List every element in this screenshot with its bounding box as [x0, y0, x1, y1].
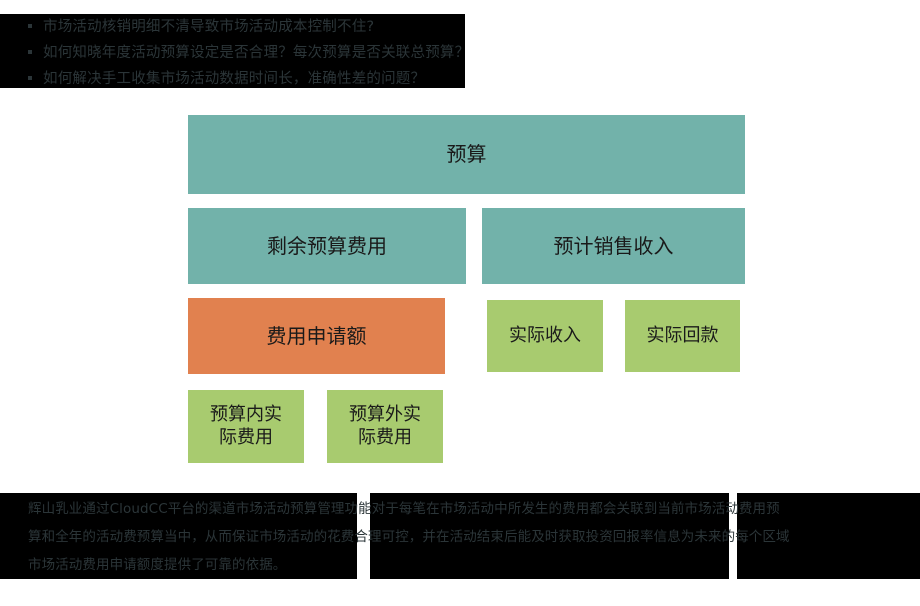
bullet-dot-icon: [28, 24, 32, 28]
header-bullet-item: 市场活动核销明细不清导致市场活动成本控制不住?: [28, 14, 374, 40]
header-bullet-text: 如何知晓年度活动预算设定是否合理？每次预算是否关联总预算？: [43, 45, 470, 61]
diagram-node-expense-request: 费用申请额: [188, 298, 445, 374]
diagram-node-expected-revenue: 预计销售收入: [482, 208, 745, 284]
diagram-node-expected-revenue-label: 预计销售收入: [553, 233, 674, 258]
diagram-node-actual-income-label: 实际收入: [509, 324, 581, 346]
caption-line: 辉山乳业通过CloudCC平台的渠道市场活动预算管理功能对于每笔在市场活动中所发…: [28, 501, 780, 517]
header-bullet-item: 如何解决手工收集市场活动数据时间长，准确性差的问题？: [28, 66, 425, 92]
caption-line: 市场活动费用申请额度提供了可靠的依据。: [28, 557, 287, 573]
caption-band-right: [737, 493, 920, 579]
diagram-node-actual-income: 实际收入: [487, 300, 603, 372]
diagram-node-remaining-budget-label: 剩余预算费用: [267, 233, 387, 258]
bullet-dot-icon: [28, 50, 32, 54]
diagram-node-in-budget-actual-cost: 预算内实际费用: [188, 390, 304, 463]
diagram-node-actual-payback: 实际回款: [625, 300, 740, 372]
header-bullet-text: 市场活动核销明细不清导致市场活动成本控制不住?: [43, 19, 375, 35]
diagram-node-out-budget-actual-cost-label: 预算外实际费用: [349, 404, 421, 448]
caption-line: 算和全年的活动费预算当中，从而保证市场活动的花费合理可控，并在活动结束后能及时获…: [28, 529, 790, 545]
budget-hierarchy-diagram: 预算 剩余预算费用 预计销售收入 费用申请额 实际收入 实际回款 预算内实际费用…: [188, 115, 745, 463]
bullet-dot-icon: [28, 76, 32, 80]
diagram-node-expense-request-label: 费用申请额: [266, 323, 367, 348]
diagram-node-remaining-budget: 剩余预算费用: [188, 208, 466, 284]
diagram-node-budget: 预算: [188, 115, 745, 194]
header-bullet-text: 如何解决手工收集市场活动数据时间长，准确性差的问题？: [43, 71, 426, 87]
caption-band-left: [0, 493, 357, 579]
header-bullet-item: 如何知晓年度活动预算设定是否合理？每次预算是否关联总预算？: [28, 40, 469, 66]
caption-paragraph: 辉山乳业通过CloudCC平台的渠道市场活动预算管理功能对于每笔在市场活动中所发…: [28, 493, 908, 579]
caption-band-center: [370, 493, 729, 579]
header-bullet-list: 市场活动核销明细不清导致市场活动成本控制不住? 如何知晓年度活动预算设定是否合理…: [0, 14, 920, 88]
diagram-node-in-budget-actual-cost-label: 预算内实际费用: [210, 404, 282, 448]
diagram-node-budget-label: 预算: [446, 142, 487, 166]
diagram-node-out-budget-actual-cost: 预算外实际费用: [327, 390, 443, 463]
header-background-band: [0, 14, 465, 88]
diagram-node-actual-payback-label: 实际回款: [646, 324, 719, 346]
